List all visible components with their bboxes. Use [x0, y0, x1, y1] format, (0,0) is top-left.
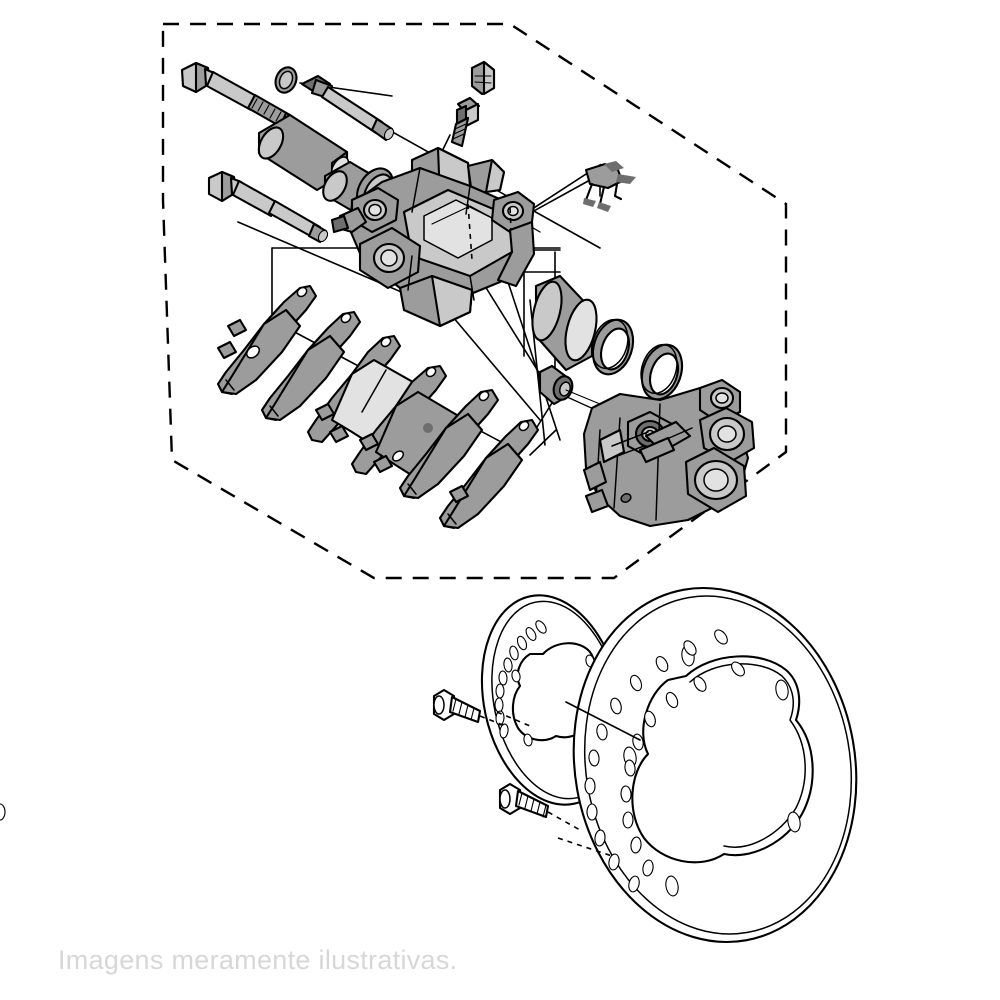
pad-retaining-spring-clip — [583, 161, 636, 212]
brake-pad-6 — [438, 418, 540, 530]
caliper-bracket — [582, 378, 756, 528]
caliper-piston — [531, 274, 598, 372]
disc-mounting-bolt-upper — [432, 688, 509, 728]
piston-seal-outer — [591, 318, 635, 376]
disc-leader-line — [565, 701, 641, 741]
disc-mounting-bolt-lower — [498, 782, 581, 831]
piston-seal-inner — [640, 343, 684, 401]
caliper-mounting-bolt-lower — [207, 170, 329, 244]
dashed-octagon-boundary — [161, 22, 788, 580]
brake-pad-3 — [306, 334, 422, 448]
caliper-mounting-bolt-upper — [180, 61, 294, 130]
slide-pin — [300, 74, 395, 142]
bleed-screw — [450, 96, 481, 148]
bleed-nipple-cap — [470, 60, 496, 96]
brake-pad-1 — [216, 284, 318, 396]
brake-pad-5 — [398, 388, 500, 500]
brake-pad-4 — [350, 364, 464, 480]
caliper-body — [330, 146, 536, 328]
brake-disc-front — [0, 586, 858, 944]
pin-bushing-small — [538, 364, 601, 406]
brake-pad-2 — [260, 310, 362, 422]
illustrative-images-watermark: Imagens meramente ilustrativas. — [58, 945, 458, 975]
small-washer-ring — [274, 66, 298, 94]
